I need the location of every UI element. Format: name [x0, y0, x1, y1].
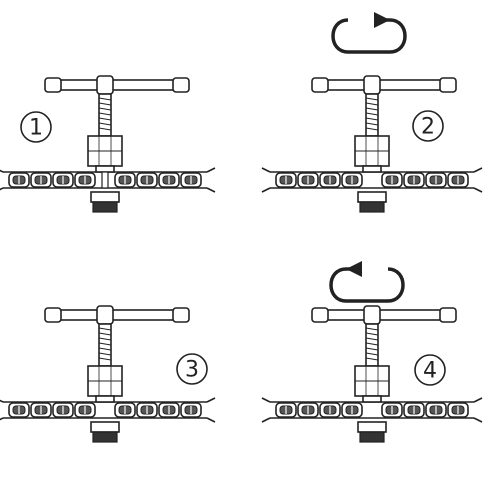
step-number-4: 4 — [423, 359, 437, 384]
step-number-3: 3 — [185, 358, 199, 383]
rotate-clockwise-icon — [331, 10, 407, 54]
pin-1 — [101, 171, 109, 189]
step-number-2: 2 — [421, 115, 435, 140]
chain-tool-2 — [311, 75, 457, 213]
chain-tool-3 — [44, 305, 190, 443]
step-marker-2: 2 — [412, 110, 444, 142]
step-number-1: 1 — [29, 116, 43, 141]
panel-1 — [0, 75, 215, 213]
chain-tool-1 — [44, 75, 190, 213]
step-marker-1: 1 — [20, 111, 52, 143]
step-marker-4: 4 — [414, 354, 446, 386]
step-marker-3: 3 — [176, 353, 208, 385]
rotate-counterclockwise-icon — [329, 259, 405, 303]
panel-4 — [262, 305, 482, 443]
panel-2 — [262, 75, 482, 213]
